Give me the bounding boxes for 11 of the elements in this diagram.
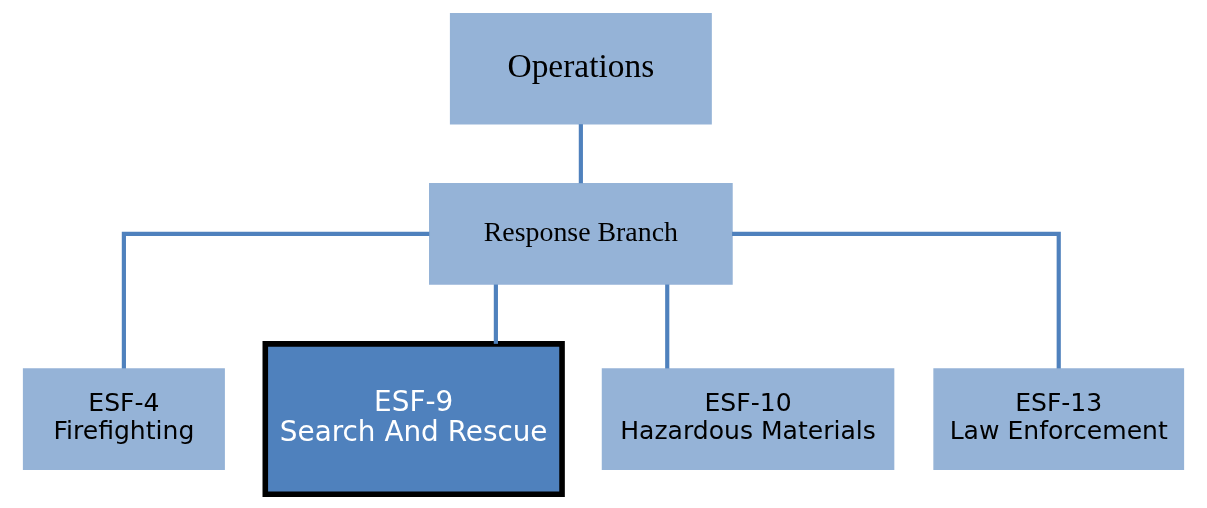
connector bbox=[732, 231, 1061, 369]
connector bbox=[578, 124, 583, 184]
node-box: ESF-9 Search And Rescue bbox=[262, 341, 565, 498]
node-box: ESF-13 Law Enforcement bbox=[933, 368, 1185, 470]
node-box: ESF-10 Hazardous Materials bbox=[601, 368, 895, 470]
connector bbox=[493, 284, 498, 344]
connector bbox=[121, 231, 430, 369]
connector bbox=[665, 284, 670, 369]
node-box: Response Branch bbox=[429, 182, 733, 285]
node-box: Operations bbox=[449, 12, 712, 125]
node-box: ESF-4 Firefighting bbox=[22, 368, 225, 470]
